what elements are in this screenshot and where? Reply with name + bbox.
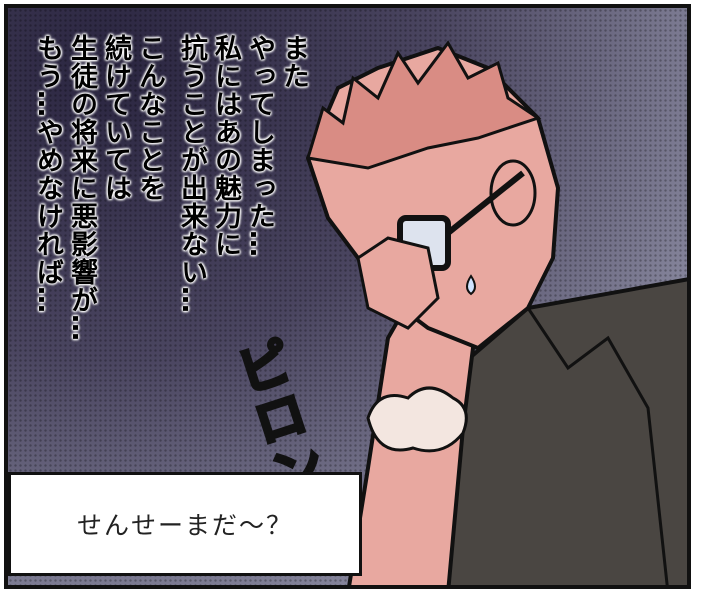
- monologue-col-6: 続けていては: [100, 34, 131, 202]
- monologue-col-3: 私にはあの魅力に: [210, 34, 241, 258]
- man-illustration: [305, 40, 687, 585]
- monologue-col-5: こんなことを: [134, 34, 165, 202]
- monologue-col-1: また: [278, 34, 309, 90]
- monologue-col-4: 抗うことが出来ない…: [176, 34, 207, 314]
- glasses-arm: [446, 170, 525, 236]
- manga-panel: また やってしまった… 私にはあの魅力に 抗うことが出来ない… こんなことを 続…: [4, 4, 691, 589]
- sweat-drop: [466, 274, 476, 296]
- hand: [356, 236, 440, 330]
- ear: [489, 159, 537, 227]
- monologue-col-2: やってしまった…: [244, 34, 275, 258]
- monologue-col-7: 生徒の将来に悪影響が…: [66, 34, 97, 342]
- sigh-cloud: [366, 386, 468, 453]
- monologue-col-8: もう…やめなければ…: [32, 34, 63, 314]
- caption-box: せんせーまだ〜？: [8, 472, 362, 576]
- hair: [306, 40, 542, 170]
- caption-text: せんせーまだ〜？: [76, 511, 293, 540]
